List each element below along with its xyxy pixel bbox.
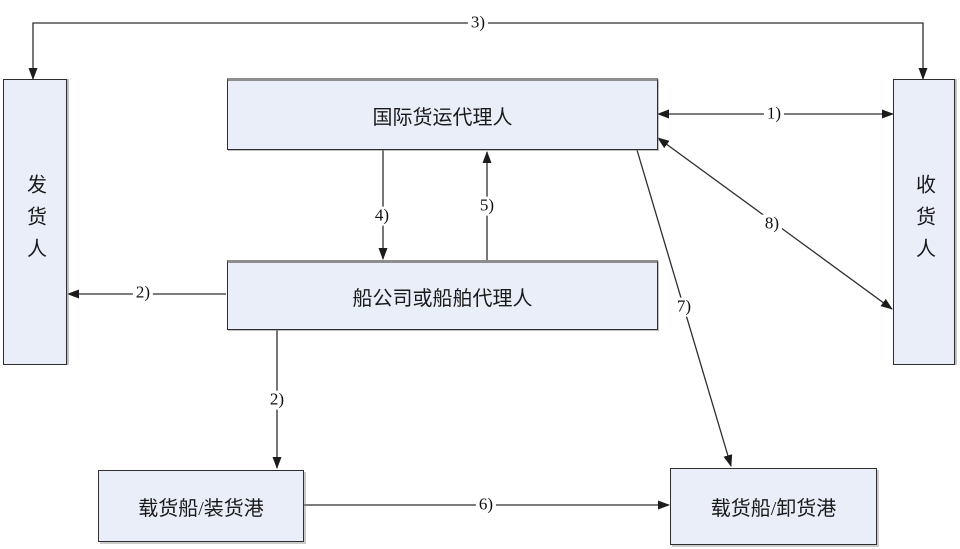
- edge-label-2-to-loading-port: 2): [266, 390, 288, 410]
- edge-label-1: 1): [763, 104, 785, 124]
- node-forwarder: 国际货运代理人: [227, 78, 658, 150]
- node-ship-agent: 船公司或船舶代理人: [227, 260, 658, 330]
- node-consignee: 收货人: [893, 79, 955, 365]
- node-consignee-label: 收货人: [912, 174, 935, 270]
- edge-label-4: 4): [371, 206, 393, 226]
- node-discharge-port: 载货船/卸货港: [670, 468, 877, 545]
- edge-label-8: 8): [761, 214, 783, 234]
- edge-label-3: 3): [467, 13, 489, 33]
- edge-label-2-to-shipper: 2): [132, 283, 154, 303]
- node-shipper-label: 发货人: [23, 174, 46, 270]
- node-loading-port-label: 载货船/装货港: [138, 497, 264, 520]
- node-forwarder-label: 国际货运代理人: [372, 106, 513, 129]
- edge-label-6: 6): [475, 495, 497, 515]
- node-ship-agent-label: 船公司或船舶代理人: [352, 287, 533, 310]
- edge-label-5: 5): [476, 196, 498, 216]
- edge-label-7: 7): [673, 297, 695, 317]
- node-discharge-port-label: 载货船/卸货港: [710, 498, 837, 520]
- node-shipper: 发货人: [3, 79, 67, 365]
- node-loading-port: 载货船/装货港: [98, 470, 304, 542]
